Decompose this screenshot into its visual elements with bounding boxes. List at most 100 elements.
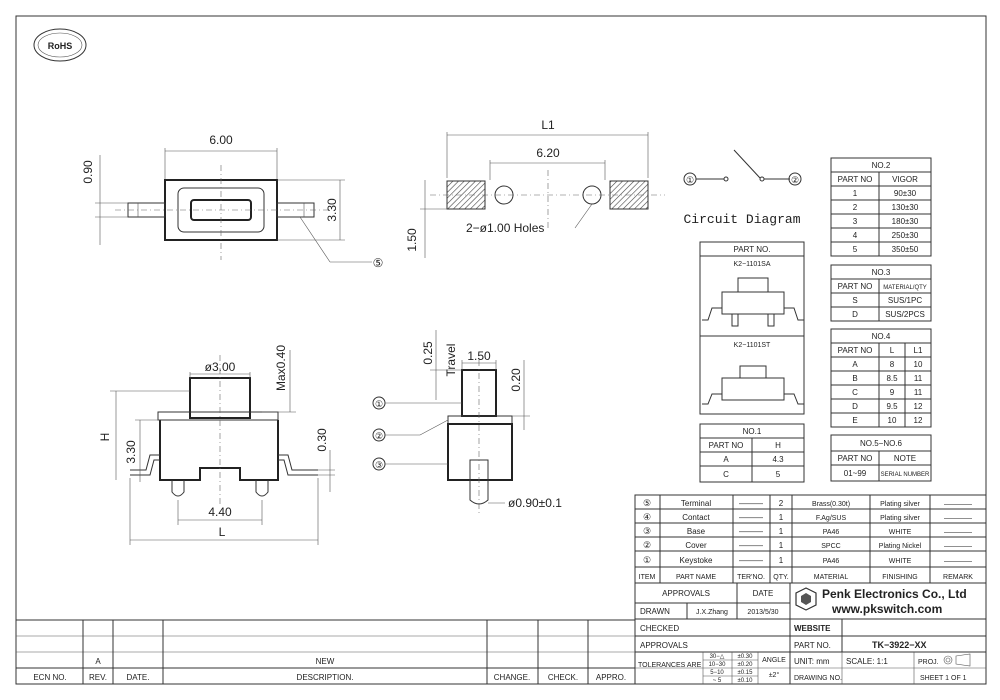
svg-text:Cover: Cover — [685, 541, 707, 550]
dim-max-0-40: Max0.40 — [274, 345, 288, 391]
dim-h: H — [98, 433, 112, 442]
svg-text:±2°: ±2° — [769, 671, 780, 679]
svg-text:Plating silver: Plating silver — [880, 515, 920, 522]
circuit-pin-2: ② — [791, 175, 799, 185]
svg-text:CHECK.: CHECK. — [548, 673, 578, 682]
dim-6-20: 6.20 — [536, 146, 560, 160]
svg-text:2: 2 — [779, 499, 784, 508]
svg-text:5: 5 — [853, 245, 858, 254]
company-url: www.pkswitch.com — [831, 602, 942, 616]
svg-text:DATE.: DATE. — [127, 673, 150, 682]
svg-text:WHITE: WHITE — [889, 529, 912, 536]
title-block: APPROVALS DATE DRAWN J.X.Zhang 2013/5/30… — [634, 582, 987, 685]
svg-text:NEW: NEW — [316, 657, 335, 666]
rohs-text: RoHS — [48, 41, 73, 51]
circuit-pin-1: ① — [686, 175, 694, 185]
svg-text:FINISHING: FINISHING — [882, 574, 917, 581]
svg-text:QTY.: QTY. — [773, 574, 788, 581]
svg-text:Contact: Contact — [682, 513, 710, 522]
svg-text:VIGOR: VIGOR — [892, 175, 918, 184]
projection-symbol-icon — [943, 653, 971, 667]
svg-text:Plating Nickel: Plating Nickel — [879, 543, 922, 550]
svg-text:90±30: 90±30 — [894, 189, 917, 198]
svg-text:SUS/1PC: SUS/1PC — [888, 296, 922, 305]
dim-phi-3-00: ø3.00 — [205, 360, 236, 374]
svg-text:8.5: 8.5 — [886, 374, 898, 383]
top-view: 6.00 0.90 3.30 ⑤ — [81, 133, 383, 270]
dim-l: L — [219, 525, 226, 539]
svg-text:———: ——— — [739, 499, 763, 508]
svg-text:SUS/2PCS: SUS/2PCS — [885, 310, 925, 319]
svg-text:~ 5: ~ 5 — [713, 678, 722, 684]
svg-text:APPROVALS: APPROVALS — [662, 589, 710, 598]
svg-text:1: 1 — [779, 513, 784, 522]
svg-text:ANGLE: ANGLE — [762, 657, 786, 664]
svg-text:NO.5−NO.6: NO.5−NO.6 — [860, 439, 903, 448]
side-callout-1: ① — [375, 399, 383, 409]
svg-text:ITEM: ITEM — [639, 574, 656, 581]
pcb-layout-view: L1 6.20 1.50 2−ø1.00 Holes — [405, 118, 665, 258]
svg-text:NO.3: NO.3 — [872, 268, 891, 277]
svg-text:H: H — [775, 441, 781, 450]
svg-text:±0.15: ±0.15 — [738, 670, 754, 676]
svg-text:A: A — [852, 360, 858, 369]
side-callout-2: ② — [375, 431, 383, 441]
svg-text:PART NO: PART NO — [709, 441, 744, 450]
svg-text:SERIAL NUMBER: SERIAL NUMBER — [881, 472, 930, 478]
svg-text:1: 1 — [779, 556, 784, 565]
dim-6-00: 6.00 — [209, 133, 233, 147]
svg-text:③: ③ — [643, 526, 651, 536]
part-no-box: PART NO. K2−1101SA K2−1101ST — [699, 241, 805, 415]
dim-3-30-front: 3.30 — [124, 440, 138, 464]
svg-text:WEBSITE: WEBSITE — [794, 624, 831, 633]
svg-text:NO.2: NO.2 — [872, 161, 891, 170]
svg-text:130±30: 130±30 — [892, 203, 919, 212]
no2-table: NO.2 PART NO VIGOR 1 90±30 2 130±30 3 18… — [830, 157, 932, 257]
svg-text:———: ——— — [739, 541, 763, 550]
svg-text:±0.30: ±0.30 — [738, 654, 754, 660]
part-number: TK−3922−XX — [872, 640, 927, 650]
svg-text:————: ———— — [944, 529, 972, 536]
svg-text:———: ——— — [739, 513, 763, 522]
dim-pin: ø0.90±0.1 — [508, 496, 562, 510]
svg-text:APPRO.: APPRO. — [596, 673, 626, 682]
svg-text:DESCRIPTION.: DESCRIPTION. — [297, 673, 354, 682]
svg-text:————: ———— — [944, 501, 972, 508]
svg-text:PART NO.: PART NO. — [794, 641, 831, 650]
no4-table: NO.4 PART NO L L1 A 8 10 B 8.5 11 C 9 11… — [830, 328, 932, 428]
svg-text:Keystoke: Keystoke — [680, 556, 713, 565]
svg-text:D: D — [852, 310, 858, 319]
svg-text:REMARK: REMARK — [943, 574, 973, 581]
dim-1-50-side: 1.50 — [467, 349, 491, 363]
svg-text:DRAWING NO.: DRAWING NO. — [794, 675, 842, 682]
svg-text:Terminal: Terminal — [681, 499, 711, 508]
dim-1-50: 1.50 — [405, 228, 419, 252]
side-callout-3: ③ — [375, 460, 383, 470]
svg-text:180±30: 180±30 — [892, 217, 919, 226]
svg-text:PART NO: PART NO — [838, 282, 873, 291]
svg-text:L1: L1 — [914, 346, 923, 355]
svg-text:L: L — [890, 346, 895, 355]
svg-text:350±50: 350±50 — [892, 245, 919, 254]
svg-text:10: 10 — [914, 360, 923, 369]
svg-text:PART NO: PART NO — [838, 175, 873, 184]
svg-text:9.5: 9.5 — [886, 402, 898, 411]
svg-text:±0.10: ±0.10 — [738, 678, 754, 684]
svg-text:C: C — [852, 388, 858, 397]
svg-text:PA46: PA46 — [823, 529, 840, 536]
svg-text:Plating silver: Plating silver — [880, 501, 920, 508]
svg-text:01~99: 01~99 — [844, 469, 867, 478]
dim-l1: L1 — [541, 118, 555, 132]
circuit-title: Circuit Diagram — [683, 212, 800, 227]
no56-table: NO.5−NO.6 PART NO NOTE 01~99 SERIAL NUMB… — [830, 434, 932, 482]
dim-4-40: 4.40 — [208, 505, 232, 519]
svg-text:REV.: REV. — [89, 673, 107, 682]
svg-text:4.3: 4.3 — [772, 455, 784, 464]
part-sa: K2−1101SA — [733, 261, 770, 268]
svg-text:ECN NO.: ECN NO. — [33, 673, 66, 682]
svg-text:1: 1 — [779, 527, 784, 536]
svg-text:5: 5 — [776, 470, 781, 479]
svg-text:SPCC: SPCC — [821, 543, 840, 550]
svg-text:1: 1 — [853, 189, 858, 198]
